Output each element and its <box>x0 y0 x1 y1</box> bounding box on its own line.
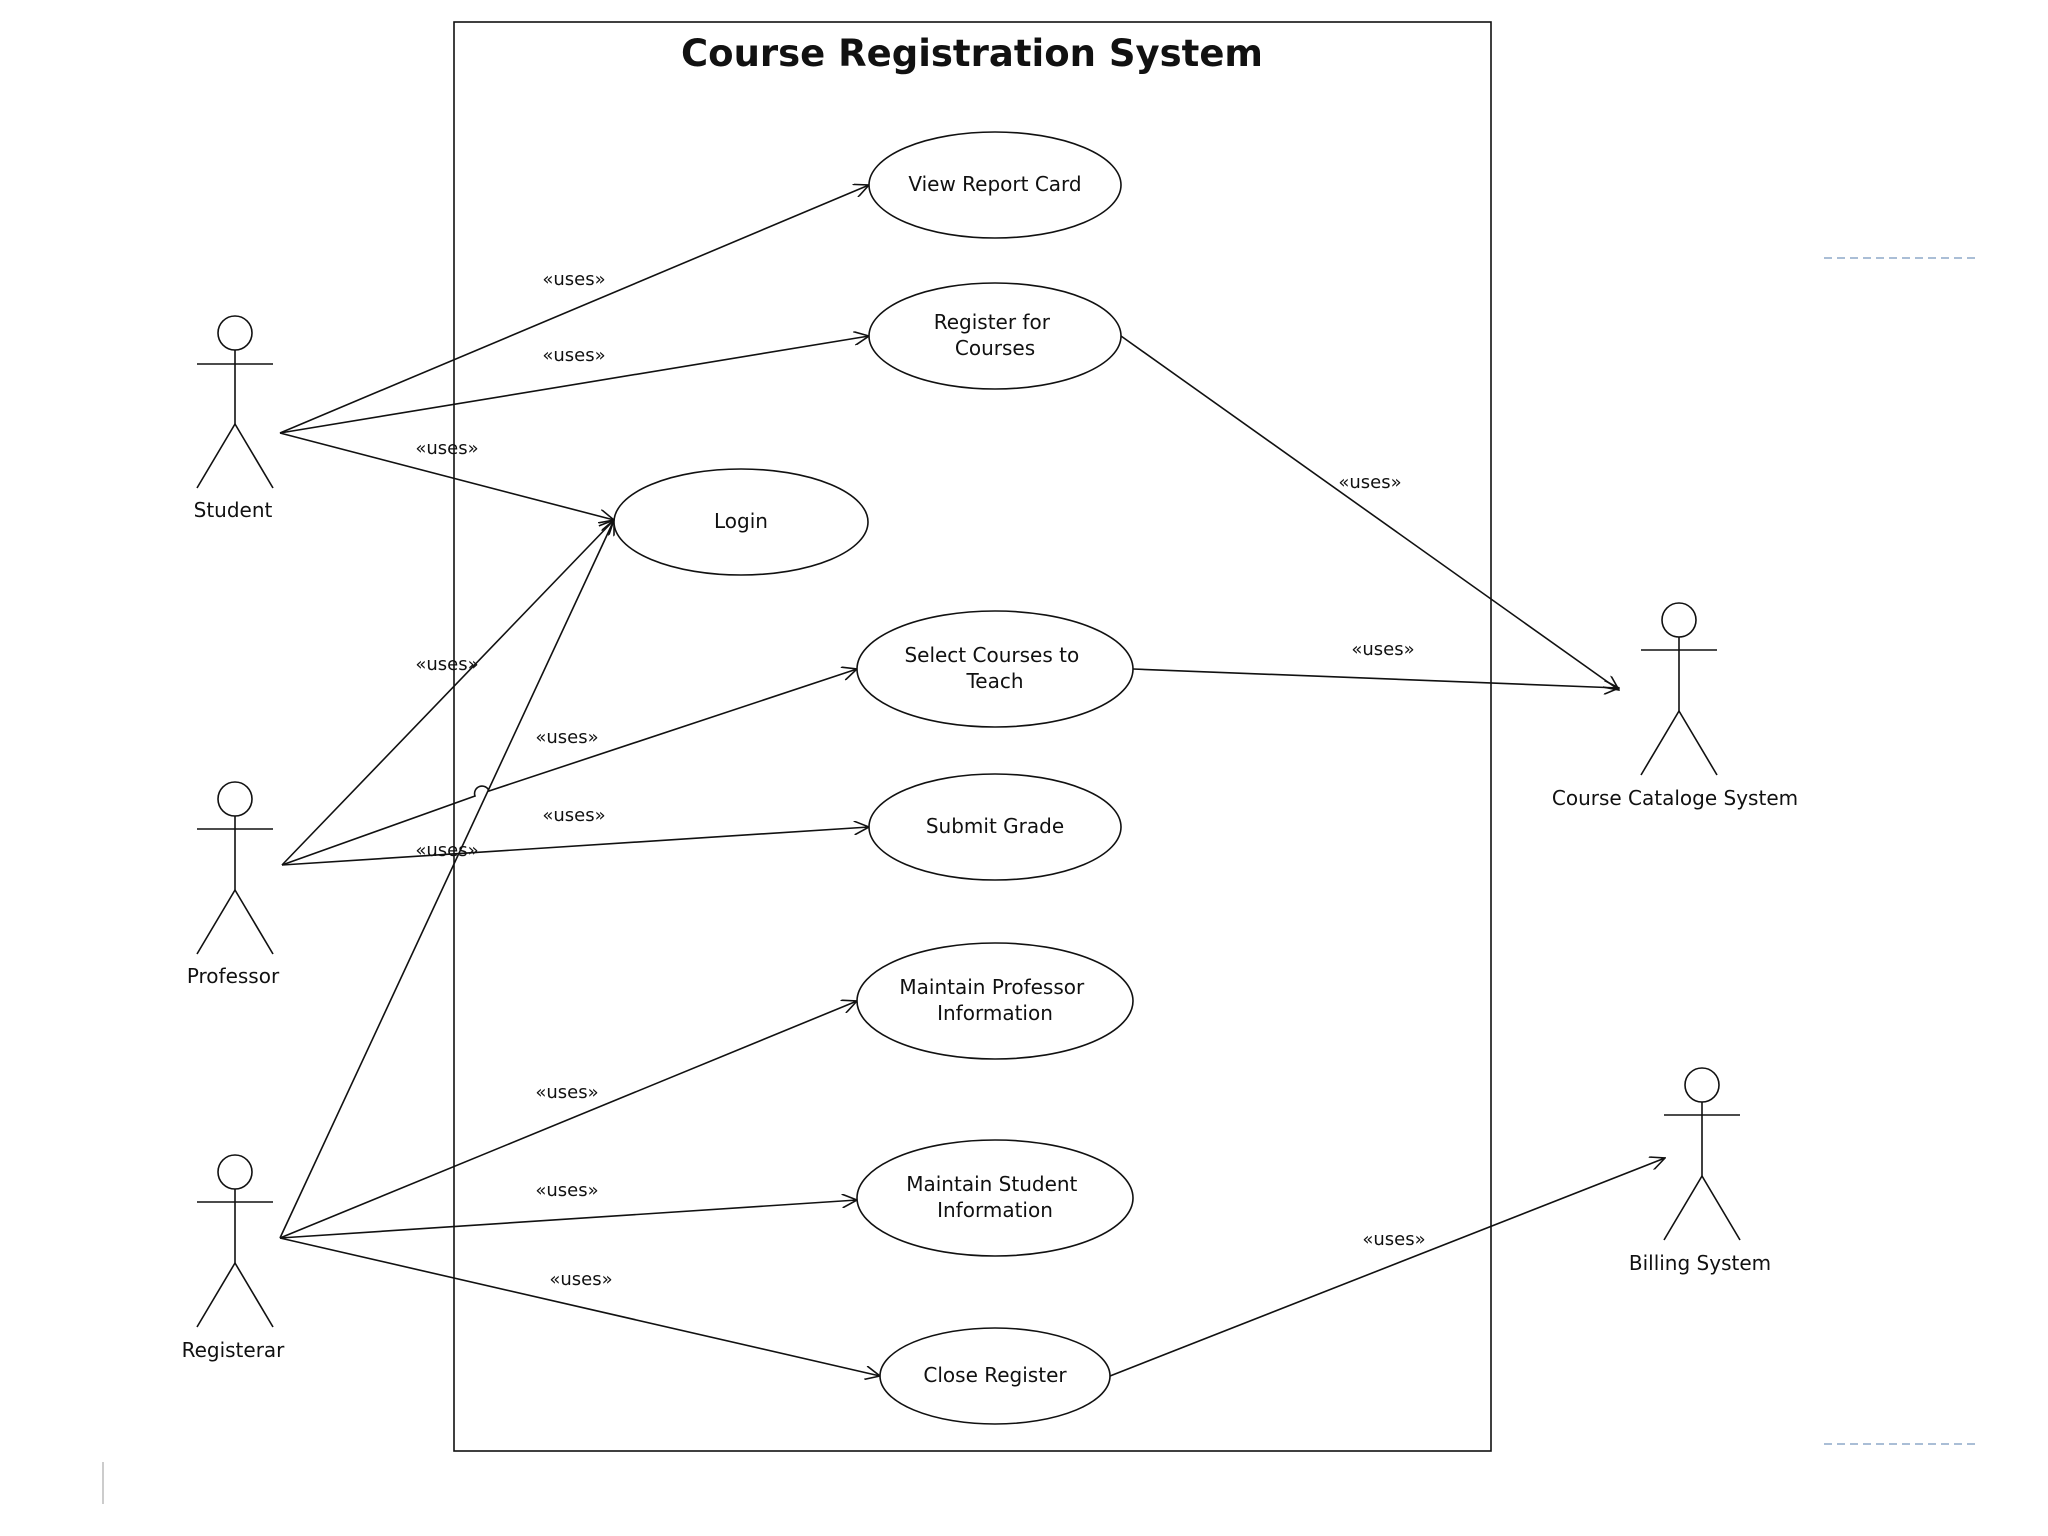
actor-student[interactable]: Student <box>194 315 274 522</box>
use-case-label: Close Register <box>923 1363 1067 1387</box>
association-student-view-report-card <box>279 185 869 434</box>
actor-registerar[interactable]: Registerar <box>182 1154 286 1362</box>
association-registerar-maintain-professor <box>279 1001 857 1239</box>
uses-label-professor-select-courses: «uses» <box>535 727 598 748</box>
uses-label-student-login: «uses» <box>415 438 478 459</box>
system-boundary <box>453 21 1492 1452</box>
stick-figure-icon <box>196 1154 274 1328</box>
use-case-submit-grade[interactable]: Submit Grade <box>868 773 1122 881</box>
relation-labels: «uses» «uses» «uses» «uses» «uses» «uses… <box>415 269 1425 1290</box>
stick-figure-icon <box>196 781 274 955</box>
association-professor-select-courses <box>281 669 857 866</box>
association-select-courses-catalog <box>1132 668 1619 688</box>
use-case-label-line-1: Maintain Student <box>906 1172 1077 1196</box>
use-case-label-line-1: Register for <box>934 310 1051 334</box>
uses-label-select-courses-catalog: «uses» <box>1351 639 1414 660</box>
use-case-maintain-professor-information[interactable]: Maintain Professor Information <box>856 942 1134 1060</box>
stick-figure-icon <box>196 315 274 489</box>
actor-label: Professor <box>187 964 280 988</box>
actor-course-catalog-system[interactable]: Course Cataloge System <box>1552 602 1798 810</box>
stick-figure-icon <box>1640 602 1718 776</box>
uses-label-register-courses-catalog: «uses» <box>1338 472 1401 493</box>
use-case-label-line-1: Select Courses to <box>904 643 1079 667</box>
use-case-select-courses-to-teach[interactable]: Select Courses to Teach <box>856 610 1134 728</box>
stick-figure-icon <box>1663 1067 1741 1241</box>
system-title: Course Registration System <box>681 32 1263 75</box>
uses-label-registerar-login: «uses» <box>415 840 478 861</box>
association-student-register-courses <box>279 336 869 434</box>
svg-text:Select Courses to Teach: Select Courses to Teach <box>904 643 1085 693</box>
association-close-register-billing <box>1109 1158 1665 1377</box>
svg-text:Login: Login <box>714 509 768 533</box>
actor-label: Student <box>194 498 273 522</box>
association-professor-submit-grade <box>281 827 869 866</box>
uses-label-professor-submit-grade: «uses» <box>542 805 605 826</box>
use-case-label-line-2: Teach <box>965 669 1023 693</box>
actor-label: Billing System <box>1629 1251 1771 1275</box>
svg-text:Maintain Student Informa: Maintain Student Information <box>906 1172 1084 1222</box>
use-case-label: Login <box>714 509 768 533</box>
use-case-label: Submit Grade <box>926 814 1064 838</box>
uses-label-close-register-billing: «uses» <box>1362 1229 1425 1250</box>
association-registerar-maintain-student <box>279 1200 857 1239</box>
uses-label-professor-login: «uses» <box>415 654 478 675</box>
use-case-login[interactable]: Login <box>613 468 869 576</box>
use-case-label-line-2: Courses <box>955 336 1035 360</box>
association-professor-login <box>281 520 614 866</box>
actor-professor[interactable]: Professor <box>187 781 280 988</box>
use-case-view-report-card[interactable]: View Report Card <box>868 131 1122 239</box>
actor-label: Course Cataloge System <box>1552 786 1798 810</box>
use-case-label-line-2: Information <box>937 1001 1053 1025</box>
svg-text:Register for Courses: Register for Courses <box>934 310 1057 360</box>
svg-text:Close Register: Close Register <box>923 1363 1067 1387</box>
actor-label: Registerar <box>182 1338 286 1362</box>
association-register-courses-catalog <box>1120 335 1619 690</box>
associations <box>279 185 1665 1377</box>
use-case-close-register[interactable]: Close Register <box>879 1327 1111 1425</box>
uses-label-student-register-courses: «uses» <box>542 345 605 366</box>
association-registerar-close-register <box>279 1237 880 1376</box>
uses-label-registerar-maintain-student: «uses» <box>535 1180 598 1201</box>
use-case-label-line-1: Maintain Professor <box>899 975 1085 999</box>
use-case-maintain-student-information[interactable]: Maintain Student Information <box>856 1139 1134 1257</box>
svg-text:View Report Card: View Report Card <box>908 172 1081 196</box>
association-student-login <box>279 432 614 520</box>
svg-text:Maintain Professor Infor: Maintain Professor Information <box>899 975 1090 1025</box>
association-registerar-login <box>279 520 614 1239</box>
actor-billing-system[interactable]: Billing System <box>1629 1067 1771 1275</box>
uses-label-registerar-maintain-professor: «uses» <box>535 1082 598 1103</box>
use-case-register-for-courses[interactable]: Register for Courses <box>868 282 1122 390</box>
svg-text:Submit Grade: Submit Grade <box>926 814 1064 838</box>
use-case-label-line-2: Information <box>937 1198 1053 1222</box>
use-case-label: View Report Card <box>908 172 1081 196</box>
uses-label-student-view-report-card: «uses» <box>542 269 605 290</box>
uses-label-registerar-close-register: «uses» <box>549 1269 612 1290</box>
